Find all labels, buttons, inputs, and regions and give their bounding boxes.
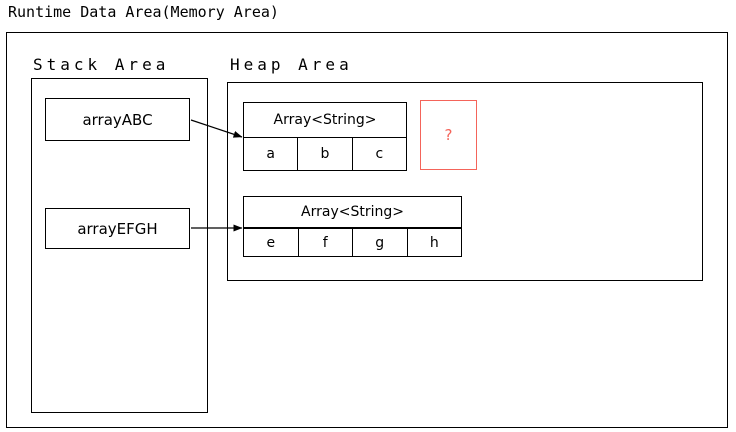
array-cell: c	[375, 146, 384, 162]
heap-object-array-efgh: Array<String> e f g h	[243, 196, 462, 257]
heap-object-array-abc: Array<String> a b c	[243, 102, 407, 171]
runtime-data-area-frame	[6, 32, 728, 428]
array-cell: b	[298, 138, 353, 170]
array-cell: g	[353, 229, 408, 256]
stack-variable-label: arrayABC	[82, 110, 153, 129]
array-cell: h	[429, 234, 439, 251]
heap-area-label: Heap Area	[230, 55, 353, 74]
stack-variable-arrayefgh: arrayEFGH	[45, 208, 190, 249]
question-mark-icon: ?	[444, 126, 453, 144]
array-type-header: Array<String>	[244, 197, 461, 229]
stack-area-label: Stack Area	[33, 55, 170, 74]
stack-variable-arrayabc: arrayABC	[45, 98, 190, 141]
unknown-object-box: ?	[420, 100, 477, 170]
array-cell-row: e f g h	[244, 229, 461, 256]
array-cell-row: a b c	[244, 138, 406, 170]
array-type-header: Array<String>	[244, 103, 406, 138]
stack-variable-label: arrayEFGH	[77, 219, 158, 238]
array-cell: a	[244, 138, 299, 170]
array-cell: e	[244, 229, 299, 256]
stack-area-frame	[31, 78, 208, 413]
heap-area-frame	[227, 82, 703, 281]
page-title: Runtime Data Area(Memory Area)	[8, 3, 279, 21]
array-cell: f	[299, 229, 353, 256]
